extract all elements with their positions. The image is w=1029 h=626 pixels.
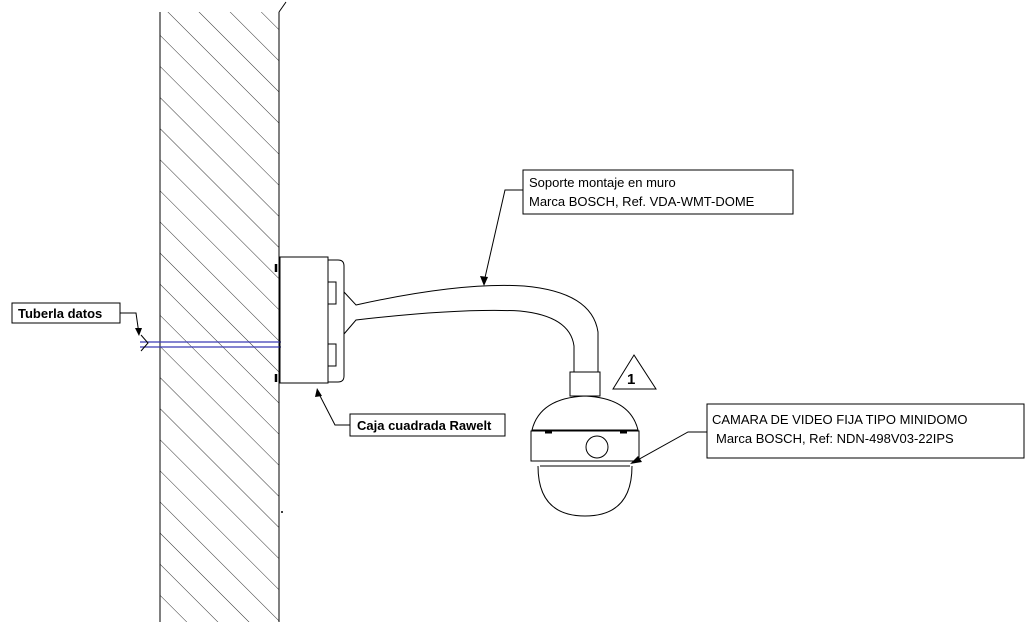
box-lug-bottom xyxy=(327,343,337,367)
box-lug-top xyxy=(327,281,337,305)
callout-soporte-leader xyxy=(483,189,523,283)
callout-caja-leader xyxy=(317,391,350,426)
wall-mount-arm xyxy=(343,284,601,397)
callout-camara-leader xyxy=(633,431,707,463)
callout-tuberia: Tuberla datos xyxy=(11,302,142,336)
callout-soporte-arrow xyxy=(480,276,488,286)
callout-tuberia-leader xyxy=(120,312,140,335)
callout-camara-arrow xyxy=(630,456,642,464)
callout-camara-line2: Marca BOSCH, Ref: NDN-498V03-22IPS xyxy=(716,431,954,446)
callout-soporte: Soporte montaje en muro Marca BOSCH, Ref… xyxy=(480,169,794,286)
callout-camara: CAMARA DE VIDEO FIJA TIPO MINIDOMO Marca… xyxy=(630,403,1025,464)
callout-camara-box xyxy=(706,403,1025,459)
pipe-break-mark xyxy=(140,334,149,352)
callout-caja: Caja cuadrada Rawelt xyxy=(315,388,506,437)
camera-body xyxy=(530,430,640,462)
box-body xyxy=(279,256,329,384)
dome-camera xyxy=(530,395,640,517)
camera-lens-ring xyxy=(585,435,609,459)
callout-soporte-line2: Marca BOSCH, Ref. VDA-WMT-DOME xyxy=(529,194,755,209)
callout-caja-arrow xyxy=(315,388,322,397)
wall-hatch xyxy=(160,12,279,622)
callout-soporte-box xyxy=(522,169,794,215)
arm-collar xyxy=(569,371,601,397)
stray-dot xyxy=(281,511,283,513)
camera-top-cap xyxy=(531,395,639,431)
callout-caja-text: Caja cuadrada Rawelt xyxy=(357,418,492,433)
data-pipe xyxy=(140,334,281,352)
junction-box xyxy=(274,256,345,384)
callout-tuberia-text: Tuberla datos xyxy=(18,306,102,321)
box-cover xyxy=(328,259,345,383)
arm-upper-edge xyxy=(343,284,599,372)
marker-number: 1 xyxy=(627,371,635,388)
camera-dome-bubble xyxy=(537,465,633,517)
wall-top-tick xyxy=(278,1,287,13)
revision-marker: 1 xyxy=(612,354,657,390)
triangle-icon xyxy=(612,354,657,390)
callout-soporte-line1: Soporte montaje en muro xyxy=(529,175,676,190)
callout-camara-line1: CAMARA DE VIDEO FIJA TIPO MINIDOMO xyxy=(712,412,967,427)
wall xyxy=(159,1,287,622)
callout-tuberia-arrow xyxy=(135,328,142,336)
arm-lower-edge xyxy=(343,309,575,372)
